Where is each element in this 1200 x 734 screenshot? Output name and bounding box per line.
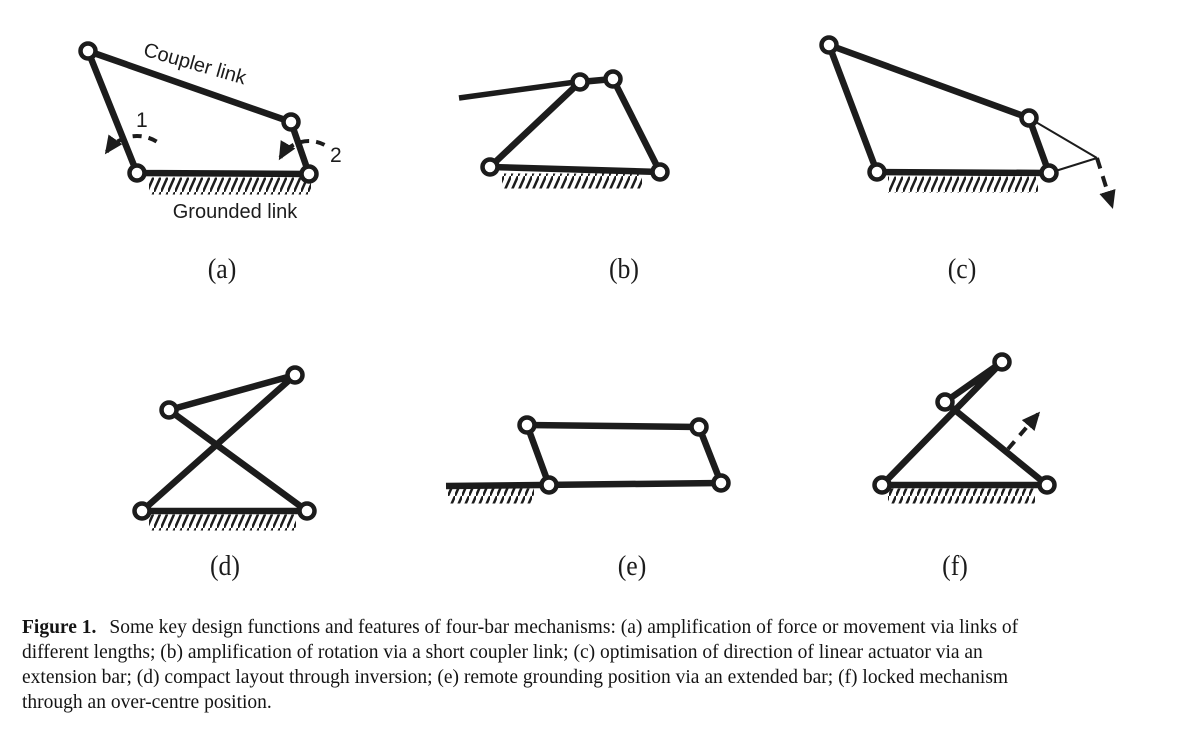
mechanism-a bbox=[78, 41, 326, 195]
joint bbox=[299, 164, 319, 184]
joints-e bbox=[517, 415, 731, 495]
panel-label-e: (e) bbox=[617, 551, 647, 582]
links-c bbox=[825, 41, 1053, 177]
joint bbox=[285, 365, 305, 385]
links-d bbox=[139, 371, 309, 515]
joint bbox=[78, 41, 98, 61]
panel-label-c: (c) bbox=[947, 254, 977, 285]
joint bbox=[570, 72, 590, 92]
joints-b bbox=[480, 69, 670, 182]
links-a bbox=[84, 47, 313, 178]
joint bbox=[539, 475, 559, 495]
joint bbox=[297, 501, 317, 521]
caption-line-2: different lengths; (b) amplification of … bbox=[22, 642, 983, 663]
figure-number: Figure 1. bbox=[22, 617, 97, 638]
panel-label-f: (f) bbox=[942, 551, 968, 582]
joint bbox=[1019, 108, 1039, 128]
mechanism-f bbox=[872, 352, 1057, 504]
rotation-2-label: 2 bbox=[330, 144, 342, 167]
joint bbox=[603, 69, 623, 89]
joint bbox=[650, 162, 670, 182]
joint bbox=[711, 473, 731, 493]
ground-hatch-c bbox=[888, 176, 1038, 193]
joint bbox=[159, 400, 179, 420]
joints-f bbox=[872, 352, 1057, 495]
joint bbox=[480, 157, 500, 177]
mechanism-c bbox=[819, 35, 1116, 210]
ground-hatch-f bbox=[888, 488, 1035, 504]
links-b bbox=[487, 75, 663, 176]
ground-hatch-b bbox=[502, 173, 642, 189]
panel-label-a: (a) bbox=[207, 254, 237, 285]
joint bbox=[517, 415, 537, 435]
caption-text-1: Some key design functions and features o… bbox=[109, 617, 1019, 638]
figure-caption: Figure 1. Some key design functions and f… bbox=[22, 615, 1188, 715]
panel-label-d: (d) bbox=[209, 551, 241, 582]
rotation-arrow-1 bbox=[104, 134, 158, 155]
joint bbox=[992, 352, 1012, 372]
joint bbox=[867, 162, 887, 182]
ground-hatch-d bbox=[149, 514, 296, 531]
ground-hatch-e bbox=[448, 488, 534, 504]
joint bbox=[872, 475, 892, 495]
grounded-link-label: Grounded link bbox=[172, 201, 298, 223]
caption-line-3: extension bar; (d) compact layout throug… bbox=[22, 667, 1009, 688]
joint bbox=[127, 163, 147, 183]
mechanism-b bbox=[458, 69, 670, 189]
joint bbox=[1037, 475, 1057, 495]
joint bbox=[281, 112, 301, 132]
joint bbox=[132, 501, 152, 521]
panel-label-b: (b) bbox=[608, 254, 640, 285]
joint bbox=[935, 392, 955, 412]
joints-c bbox=[819, 35, 1059, 183]
rotation-arrow-2 bbox=[278, 139, 326, 161]
joint bbox=[819, 35, 839, 55]
joint bbox=[1039, 163, 1059, 183]
links-f bbox=[879, 359, 1050, 489]
ground-hatch-a bbox=[149, 177, 311, 195]
caption-line-4: through an over-centre position. bbox=[22, 692, 272, 713]
motion-arrow-f bbox=[1006, 411, 1041, 451]
rotation-1-label: 1 bbox=[136, 109, 148, 132]
input-lever-b bbox=[458, 78, 584, 101]
actuator-arrow-c bbox=[1095, 157, 1116, 210]
joint bbox=[689, 417, 709, 437]
mechanism-d bbox=[132, 365, 317, 531]
joints-d bbox=[132, 365, 317, 521]
caption-line-1: Figure 1. Some key design functions and f… bbox=[22, 615, 1188, 640]
mechanism-e bbox=[445, 415, 731, 504]
joints-a bbox=[78, 41, 319, 184]
links-e bbox=[445, 421, 725, 490]
